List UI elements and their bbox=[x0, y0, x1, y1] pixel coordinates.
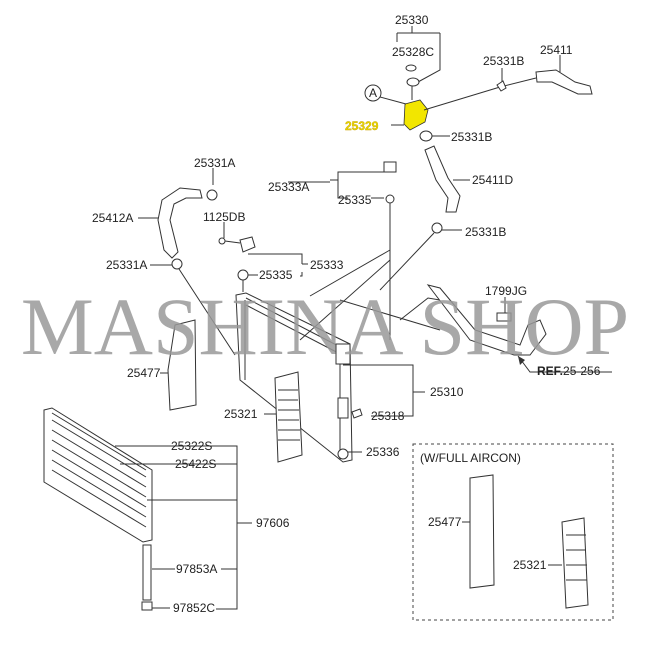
bracket-25333 bbox=[218, 222, 308, 292]
callout-25336[interactable]: 25336 bbox=[366, 445, 400, 459]
callout-25411[interactable]: 25411 bbox=[540, 43, 573, 57]
callout-25321[interactable]: 25321 bbox=[224, 407, 258, 421]
callout-25477[interactable]: 25477 bbox=[127, 366, 161, 380]
callout-25335[interactable]: 25335 bbox=[338, 193, 372, 207]
callout-25331b[interactable]: 25331B bbox=[451, 130, 492, 144]
ref-prefix: REF. bbox=[537, 364, 563, 378]
callout-97606[interactable]: 97606 bbox=[256, 516, 290, 530]
callout-25330[interactable]: 25330 bbox=[395, 13, 429, 27]
callout-labels: 25330 25328C 25331B 25411 A 25329 25331B… bbox=[92, 13, 601, 615]
callout-25331b[interactable]: 25331B bbox=[483, 54, 524, 68]
callout-25333a[interactable]: 25333A bbox=[268, 180, 309, 194]
air-guard-25321 bbox=[264, 371, 303, 463]
ac-lines bbox=[426, 284, 612, 373]
callout-25422s[interactable]: 25422S bbox=[175, 457, 216, 471]
callout-25412a[interactable]: 25412A bbox=[92, 211, 133, 225]
ref-25-256[interactable]: REF.25-256 bbox=[537, 364, 601, 378]
condenser bbox=[43, 407, 252, 611]
callout-97852c[interactable]: 97852C bbox=[173, 601, 215, 615]
callout-1799jg[interactable]: 1799JG bbox=[485, 284, 527, 298]
callout-25310[interactable]: 25310 bbox=[430, 385, 464, 399]
callout-1125db[interactable]: 1125DB bbox=[203, 210, 245, 224]
thermostat-assembly bbox=[364, 26, 537, 131]
marker-a: A bbox=[369, 86, 377, 100]
hose-25412a bbox=[138, 168, 236, 356]
callout-25328c[interactable]: 25328C bbox=[392, 45, 434, 59]
watermark: MASHINA SHOP bbox=[21, 281, 629, 372]
callout-25335[interactable]: 25335 bbox=[259, 268, 293, 282]
callout-25329-highlighted[interactable]: 25329 bbox=[345, 119, 379, 133]
hose-25411 bbox=[496, 55, 593, 95]
inset-full-aircon: (W/FULL AIRCON) 25477 25321 bbox=[412, 443, 614, 621]
callout-97853a[interactable]: 97853A bbox=[176, 562, 217, 576]
callout-25333[interactable]: 25333 bbox=[310, 258, 344, 272]
callout-25331a[interactable]: 25331A bbox=[194, 156, 235, 170]
callout-25477-inset[interactable]: 25477 bbox=[428, 515, 462, 529]
callout-25331b[interactable]: 25331B bbox=[465, 225, 506, 239]
hose-25411d bbox=[379, 130, 470, 291]
callout-25322s[interactable]: 25322S bbox=[171, 439, 212, 453]
callout-25411d[interactable]: 25411D bbox=[472, 173, 513, 187]
air-guard-25477 bbox=[160, 319, 197, 411]
ref-number: 25-256 bbox=[563, 364, 601, 378]
sensor-25333a bbox=[288, 161, 397, 340]
inset-title: (W/FULL AIRCON) bbox=[420, 451, 521, 465]
callout-25331a[interactable]: 25331A bbox=[106, 258, 147, 272]
callout-25321-inset[interactable]: 25321 bbox=[513, 558, 547, 572]
callout-25318[interactable]: 25318 bbox=[371, 409, 405, 423]
